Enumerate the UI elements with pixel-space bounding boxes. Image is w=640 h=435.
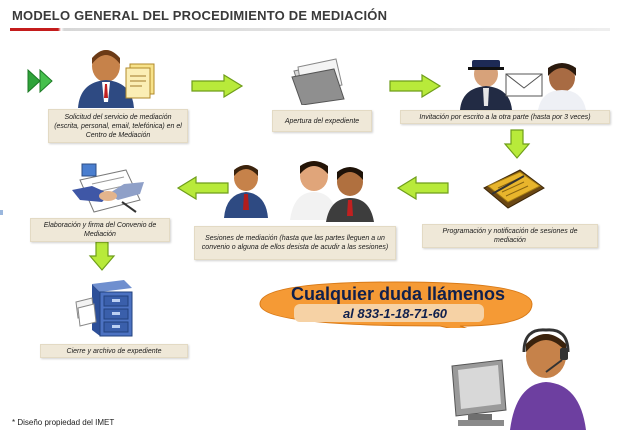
- person-with-document-icon: [78, 50, 155, 108]
- messenger-envelope-icon: [460, 60, 586, 110]
- footnote: * Diseño propiedad del IMET: [12, 418, 115, 427]
- step-label-solicitud: Solicitud del servicio de mediación (esc…: [48, 109, 188, 143]
- file-cabinet-icon: [75, 280, 133, 337]
- agenda-icon: [483, 169, 545, 209]
- flow-arrow-left-1: [396, 176, 449, 200]
- handshake-icon: [72, 163, 144, 213]
- flow-arrow-right-1: [191, 74, 244, 98]
- flow-arrow-right-2: [389, 74, 442, 98]
- flow-arrow-down-2: [88, 241, 116, 271]
- step-label-programacion: Programación y notificación de sesiones …: [422, 224, 598, 248]
- flow-arrow-down-1: [503, 129, 531, 159]
- step-label-sesiones: Sesiones de mediación (hasta que las par…: [194, 226, 396, 260]
- step-label-invitacion: Invitación por escrito a la otra parte (…: [400, 110, 610, 124]
- contact-heading: Cualquier duda llámenos: [290, 284, 506, 304]
- page-title: MODELO GENERAL DEL PROCEDIMIENTO DE MEDI…: [12, 8, 388, 23]
- call-center-agent-icon: [451, 328, 586, 430]
- title-underline: [10, 28, 610, 31]
- step-label-apertura: Apertura del expediente: [272, 110, 372, 132]
- step-label-convenio: Elaboración y firma del Convenio de Medi…: [30, 218, 170, 242]
- meeting-people-icon: [224, 161, 374, 222]
- flow-arrow-left-2: [176, 176, 229, 200]
- step-label-cierre: Cierre y archivo de expediente: [40, 344, 188, 358]
- edge-marker: [0, 210, 3, 215]
- contact-speech-bubble: [259, 281, 533, 328]
- folder-icon: [291, 58, 345, 105]
- start-arrow-icon: [27, 68, 53, 94]
- contact-phone: al 833-1-18-71-60: [342, 306, 448, 321]
